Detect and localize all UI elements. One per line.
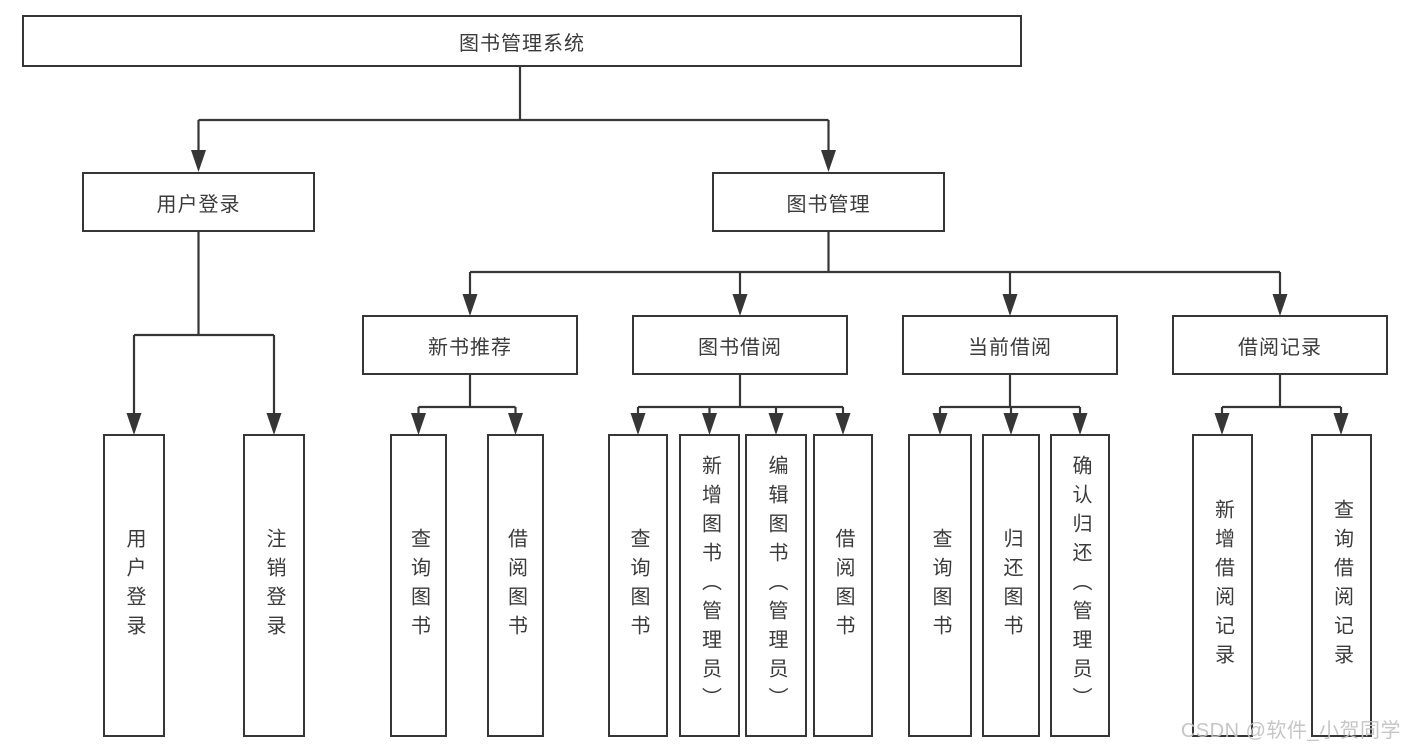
leaf-borrowing-edit-books-admin: 编辑图书（管理员） bbox=[745, 434, 807, 737]
leaf-label: 编辑图书（管理员） bbox=[765, 455, 787, 716]
node-book-management: 图书管理 bbox=[712, 172, 945, 232]
arrowhead-down-icon bbox=[1214, 413, 1230, 435]
arrowhead-down-icon bbox=[821, 150, 836, 172]
node-library-management-system: 图书管理系统 bbox=[22, 15, 1022, 67]
arrowhead-down-icon bbox=[1003, 413, 1019, 435]
arrowhead-down-icon bbox=[1333, 413, 1349, 435]
leaf-borrowing-query-books: 查询图书 bbox=[608, 434, 668, 737]
arrowhead-down-icon bbox=[126, 413, 142, 435]
node-label: 图书管理系统 bbox=[459, 32, 585, 55]
node-current-borrowing: 当前借阅 bbox=[902, 315, 1118, 375]
node-label: 新书推荐 bbox=[428, 336, 512, 359]
arrowhead-down-icon bbox=[508, 413, 523, 435]
leaf-label: 借阅图书 bbox=[832, 527, 854, 644]
leaf-logout: 注销登录 bbox=[243, 434, 305, 737]
csdn-watermark: CSDN @软件_小贺同学 bbox=[1180, 720, 1401, 742]
arrowhead-down-icon bbox=[702, 413, 717, 435]
leaf-label: 查询借阅记录 bbox=[1330, 498, 1353, 673]
leaf-label: 查询图书 bbox=[627, 527, 649, 644]
arrowhead-down-icon bbox=[768, 413, 784, 435]
leaf-label: 归还图书 bbox=[1000, 527, 1022, 644]
leaf-recommend-borrow-books: 借阅图书 bbox=[487, 434, 544, 737]
node-label: 用户登录 bbox=[156, 193, 241, 216]
node-book-borrowing: 图书借阅 bbox=[632, 315, 848, 375]
leaf-label: 注销登录 bbox=[263, 527, 285, 644]
node-borrowing-records: 借阅记录 bbox=[1172, 315, 1388, 375]
leaf-label: 新增图书（管理员） bbox=[698, 455, 721, 716]
leaf-borrowing-borrow-books: 借阅图书 bbox=[813, 434, 873, 737]
leaf-label: 借阅图书 bbox=[504, 527, 527, 644]
leaf-borrowing-add-books-admin: 新增图书（管理员） bbox=[679, 434, 740, 737]
leaf-label: 用户登录 bbox=[123, 527, 145, 644]
leaf-records-add-borrow-record: 新增借阅记录 bbox=[1192, 434, 1253, 737]
arrowhead-down-icon bbox=[732, 294, 748, 316]
arrowhead-down-icon bbox=[191, 150, 206, 172]
leaf-label: 查询图书 bbox=[407, 527, 430, 644]
arrowhead-down-icon bbox=[266, 413, 282, 435]
leaf-label: 确认归还（管理员） bbox=[1069, 455, 1091, 716]
leaf-current-return-books: 归还图书 bbox=[982, 434, 1040, 737]
leaf-label: 新增借阅记录 bbox=[1211, 498, 1234, 673]
leaf-label: 查询图书 bbox=[929, 527, 951, 644]
node-label: 当前借阅 bbox=[968, 336, 1052, 359]
node-label: 图书管理 bbox=[786, 193, 871, 216]
arrowhead-down-icon bbox=[835, 413, 851, 435]
arrowhead-down-icon bbox=[630, 413, 646, 435]
arrowhead-down-icon bbox=[932, 413, 948, 435]
leaf-current-confirm-return-admin: 确认归还（管理员） bbox=[1050, 434, 1110, 737]
node-new-book-recommendation: 新书推荐 bbox=[362, 315, 578, 375]
node-user-login: 用户登录 bbox=[82, 172, 315, 232]
arrowhead-down-icon bbox=[1002, 294, 1018, 316]
arrowhead-down-icon bbox=[1272, 294, 1288, 316]
arrowhead-down-icon bbox=[462, 294, 478, 316]
leaf-records-query-borrow-record: 查询借阅记录 bbox=[1311, 434, 1372, 737]
node-label: 图书借阅 bbox=[698, 336, 782, 359]
node-label: 借阅记录 bbox=[1238, 336, 1322, 359]
leaf-recommend-query-books: 查询图书 bbox=[390, 434, 447, 737]
arrowhead-down-icon bbox=[411, 413, 426, 435]
leaf-current-query-books: 查询图书 bbox=[908, 434, 972, 737]
leaf-user-login: 用户登录 bbox=[103, 434, 165, 737]
arrowhead-down-icon bbox=[1072, 413, 1088, 435]
